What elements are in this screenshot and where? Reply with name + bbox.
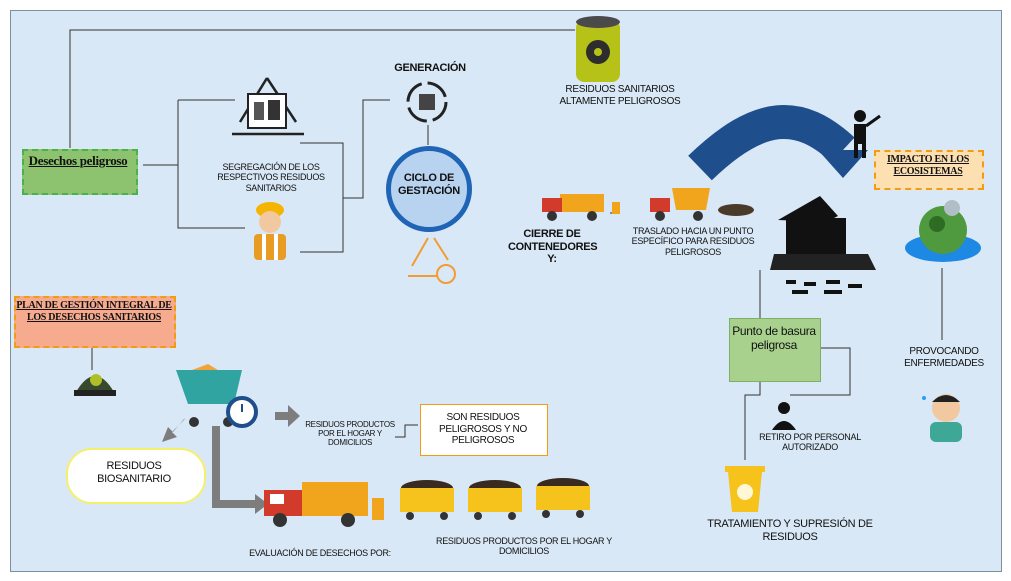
retiro-text: RETIRO POR PERSONAL AUTORIZADO bbox=[759, 432, 861, 453]
traslado-text: TRASLADO HACIA UN PUNTO ESPECÍFICO PARA … bbox=[631, 226, 755, 257]
staff-icon bbox=[772, 402, 796, 430]
biosanitario-pill bbox=[66, 448, 206, 504]
dump-truck-icon bbox=[650, 188, 754, 221]
recycle-triangle-icon bbox=[232, 77, 304, 136]
ciclo-text: CICLO DE GESTACIÓN bbox=[398, 172, 460, 197]
residuos-productos-text: RESIDUOS PRODUCTOS POR EL HOGAR Y DOMICI… bbox=[305, 420, 395, 448]
landfill-icon bbox=[770, 196, 876, 294]
bin-icon-2 bbox=[468, 480, 522, 520]
punto-text: Punto de basura peligrosa bbox=[732, 324, 816, 352]
sick-person-icon bbox=[922, 394, 962, 442]
bin-icon-3 bbox=[536, 478, 590, 518]
evaluacion-text: EVALUACIÓN DE DESECHOS POR: bbox=[249, 548, 391, 558]
bin-icon-1 bbox=[400, 480, 454, 520]
truck-icon-1 bbox=[542, 194, 620, 221]
segregacion-text: SEGREGACIÓN DE LOS RESPECTIVOS RESIDUOS … bbox=[217, 162, 325, 193]
desechos-box bbox=[22, 149, 138, 195]
garbage-truck-icon bbox=[264, 482, 384, 527]
tratamiento-text: TRATAMIENTO Y SUPRESIÓN DE RESIDUOS bbox=[707, 518, 873, 543]
impacto-text: IMPACTO EN LOS ECOSISTEMAS bbox=[886, 154, 970, 177]
plan-box bbox=[14, 296, 176, 348]
trash-bin-icon bbox=[725, 466, 765, 512]
cierre-text: CIERRE DE CONTENEDORES Y: bbox=[508, 228, 598, 266]
impacto-box bbox=[874, 150, 984, 190]
residuos-top-text: RESIDUOS SANITARIOS ALTAMENTE PELIGROSOS bbox=[559, 84, 681, 107]
punto-box bbox=[729, 318, 821, 382]
desechos-label: Desechos peligroso bbox=[28, 153, 128, 168]
residuos-productos-2-text: RESIDUOS PRODUCTOS POR EL HOGAR Y DOMICI… bbox=[436, 536, 612, 557]
generacion-title: GENERACIÓN bbox=[394, 62, 466, 74]
worker-icon bbox=[254, 202, 286, 260]
plan-title: PLAN DE GESTIÓN INTEGRAL DE LOS DESECHOS… bbox=[16, 300, 172, 323]
toxic-barrel-icon bbox=[576, 16, 620, 82]
biosanitario-text: RESIDUOS BIOSANITARIO bbox=[97, 460, 171, 485]
eco-recycle-icon bbox=[408, 237, 456, 284]
shopping-cart-icon bbox=[176, 364, 258, 428]
person-icon bbox=[854, 110, 881, 158]
son-residuos-box bbox=[420, 404, 548, 456]
son-residuos-text: SON RESIDUOS PELIGROSOS Y NO PELIGROSOS bbox=[439, 412, 527, 446]
box-cycle-icon bbox=[406, 81, 448, 123]
ciclo-circle bbox=[386, 146, 472, 232]
provocando-text: PROVOCANDO ENFERMEDADES bbox=[904, 346, 984, 369]
helmet-icon bbox=[74, 374, 116, 396]
big-curved-arrow bbox=[688, 105, 855, 181]
ecosystem-globe-icon bbox=[905, 200, 981, 262]
